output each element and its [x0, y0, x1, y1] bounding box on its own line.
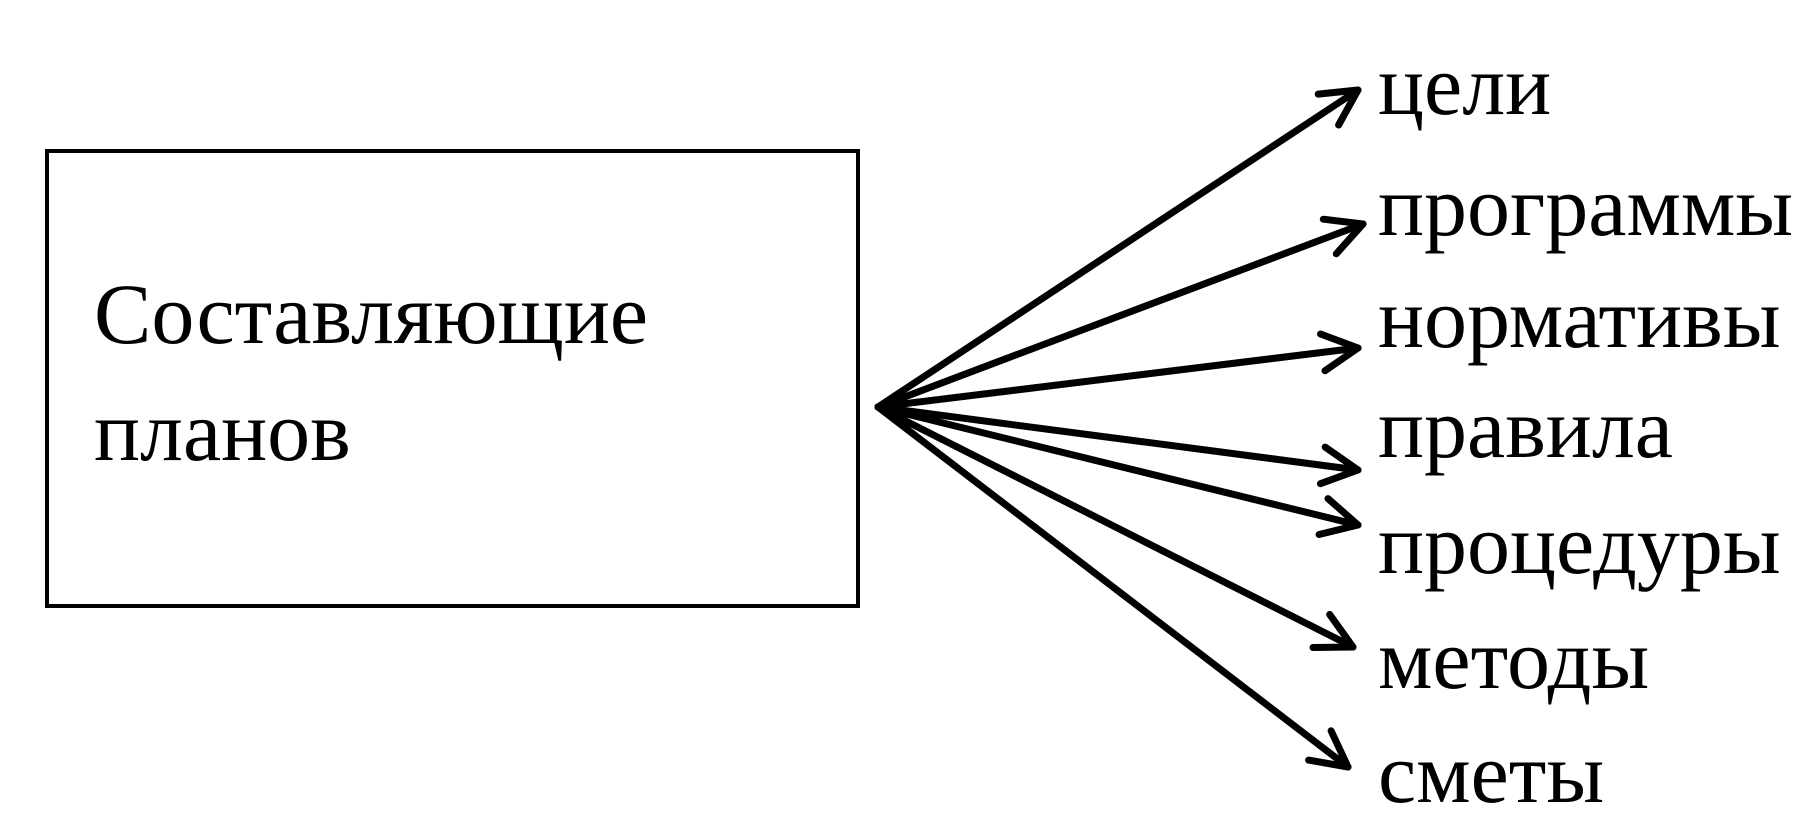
- arrow-line-4: [874, 403, 1362, 474]
- arrow-head-3: [1317, 330, 1362, 375]
- arrow-line-6: [874, 403, 1357, 651]
- arrows-group: [874, 86, 1367, 771]
- target-label-programs: программы: [1378, 158, 1793, 254]
- target-label-standards: нормативы: [1378, 270, 1781, 366]
- arrow-head-6: [1309, 611, 1357, 651]
- arrow-head-7: [1305, 727, 1352, 771]
- source-label-line-2: планов: [94, 383, 351, 479]
- target-label-methods: методы: [1378, 611, 1649, 707]
- target-label-procedures: процедуры: [1378, 496, 1781, 592]
- target-label-goals: цели: [1378, 37, 1551, 133]
- source-label-line-1: Составляющие: [94, 266, 648, 362]
- arrow-head-5: [1315, 495, 1362, 538]
- arrow-line-1: [874, 86, 1362, 411]
- arrow-head-1: [1314, 86, 1362, 129]
- source-box: [45, 149, 860, 608]
- arrow-line-2: [874, 220, 1367, 411]
- arrow-line-3: [874, 344, 1362, 411]
- target-nodes: цели программы нормативы правила процеду…: [1378, 37, 1793, 821]
- arrow-line-5: [874, 403, 1362, 529]
- arrow-line-7: [874, 403, 1352, 771]
- source-node: Составляющие планов: [45, 149, 860, 608]
- target-label-rules: правила: [1378, 380, 1673, 476]
- target-label-estimates: сметы: [1378, 725, 1604, 821]
- arrow-head-4: [1316, 443, 1362, 488]
- arrow-head-2: [1319, 215, 1367, 258]
